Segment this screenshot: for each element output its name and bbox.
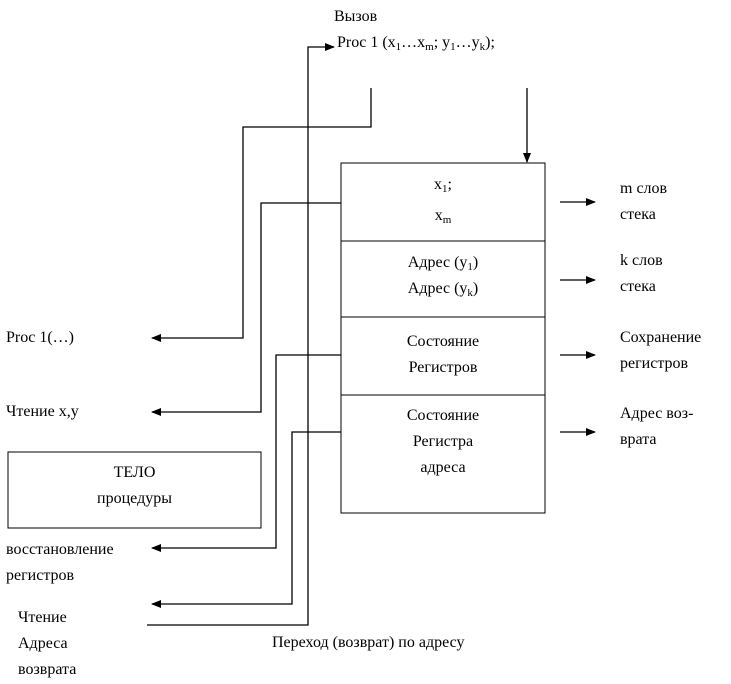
- block4-line2: Регистра: [412, 433, 474, 450]
- proc-label: Proc 1(…): [6, 329, 74, 346]
- block3-line1: Состояние: [406, 333, 480, 350]
- restore-registers-label: восстановление регистров: [6, 541, 114, 584]
- stack-block-params: x1; xm: [341, 174, 545, 231]
- call-to-proc-arrow: [151, 88, 372, 342]
- return-jump-label: Переход (возврат) по адресу: [272, 634, 465, 651]
- address-y1: Адрес (y1): [407, 254, 479, 273]
- block3-line2: Регистров: [408, 359, 478, 376]
- call-signature: Proc 1 (x1…xm; y1…yk);: [337, 34, 495, 53]
- read-return-address-arrow: [151, 431, 341, 608]
- param-x1: x1;: [434, 176, 452, 195]
- right-label-m-words: m слов стека: [620, 180, 668, 223]
- stack-block-return-address: Состояние Регистра адреса: [341, 403, 545, 481]
- return-jump-arrow: [147, 43, 335, 626]
- call-label: Вызов: [334, 8, 378, 25]
- param-xm: xm: [434, 207, 452, 226]
- right-label-save-registers: Сохранение регистров: [620, 329, 702, 372]
- read-return-address-label: Чтение Адреса возврата: [18, 609, 77, 678]
- right-label-k-words: k слов стека: [620, 252, 663, 295]
- stack-block-registers: Состояние Регистров: [341, 329, 545, 381]
- procedure-body-label: ТЕЛО процедуры: [97, 464, 172, 507]
- stack-block-addresses: Адрес (y1) Адрес (yk): [341, 252, 545, 304]
- block4-line1: Состояние: [406, 407, 480, 424]
- right-label-return-address: Адрес воз- врата: [620, 405, 694, 448]
- stack-frame-box: [340, 162, 546, 514]
- block4-line3: адреса: [420, 459, 466, 476]
- read-xy-label: Чтение x,y: [6, 403, 79, 420]
- procedure-body-box: [7, 451, 262, 529]
- read-xy-arrow: [151, 202, 341, 416]
- address-yk: Адрес (yk): [407, 280, 479, 299]
